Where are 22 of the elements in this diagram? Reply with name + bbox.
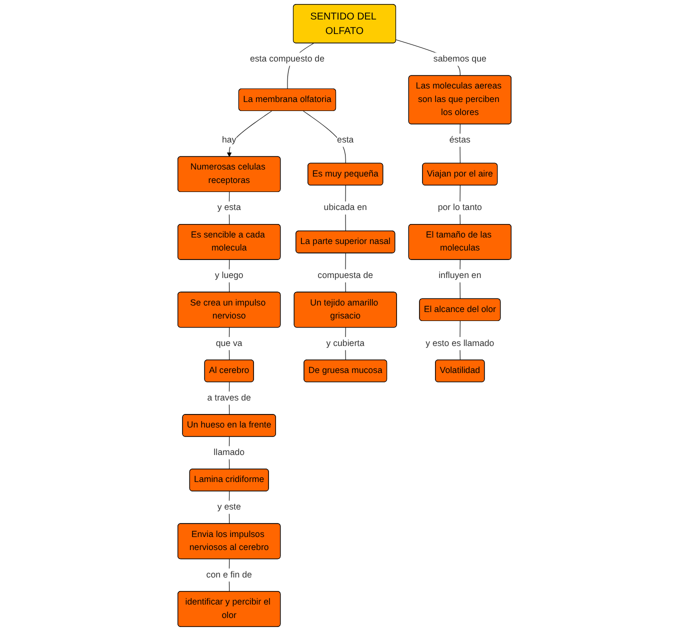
edge-label: compuesta de: [318, 270, 374, 280]
edge-label: influyen en: [438, 270, 482, 280]
edge-label: esta compuesto de: [250, 54, 324, 64]
connector: [228, 491, 230, 524]
edge-label: hay: [222, 135, 236, 145]
edge-label: con e fin de: [206, 570, 252, 580]
edge-label: y cubierta: [326, 338, 364, 348]
edge-label: llamado: [214, 448, 245, 458]
edge-label: y esto es llamado: [426, 338, 494, 348]
edge-label: éstas: [449, 135, 470, 145]
edge-label: que va: [216, 338, 242, 348]
edge-label: por lo tanto: [438, 203, 482, 212]
edge-label: sabemos que: [433, 54, 486, 64]
arrow: [226, 110, 272, 157]
edge-label: y esta: [217, 203, 241, 212]
connector: [303, 110, 346, 164]
edge-label: esta: [337, 135, 354, 145]
edge-label: y luego: [214, 270, 244, 280]
edge-label: a traves de: [207, 393, 251, 403]
connector: [228, 192, 230, 225]
edge-label: y este: [217, 502, 241, 512]
edge-label: ubicada en: [324, 203, 367, 212]
